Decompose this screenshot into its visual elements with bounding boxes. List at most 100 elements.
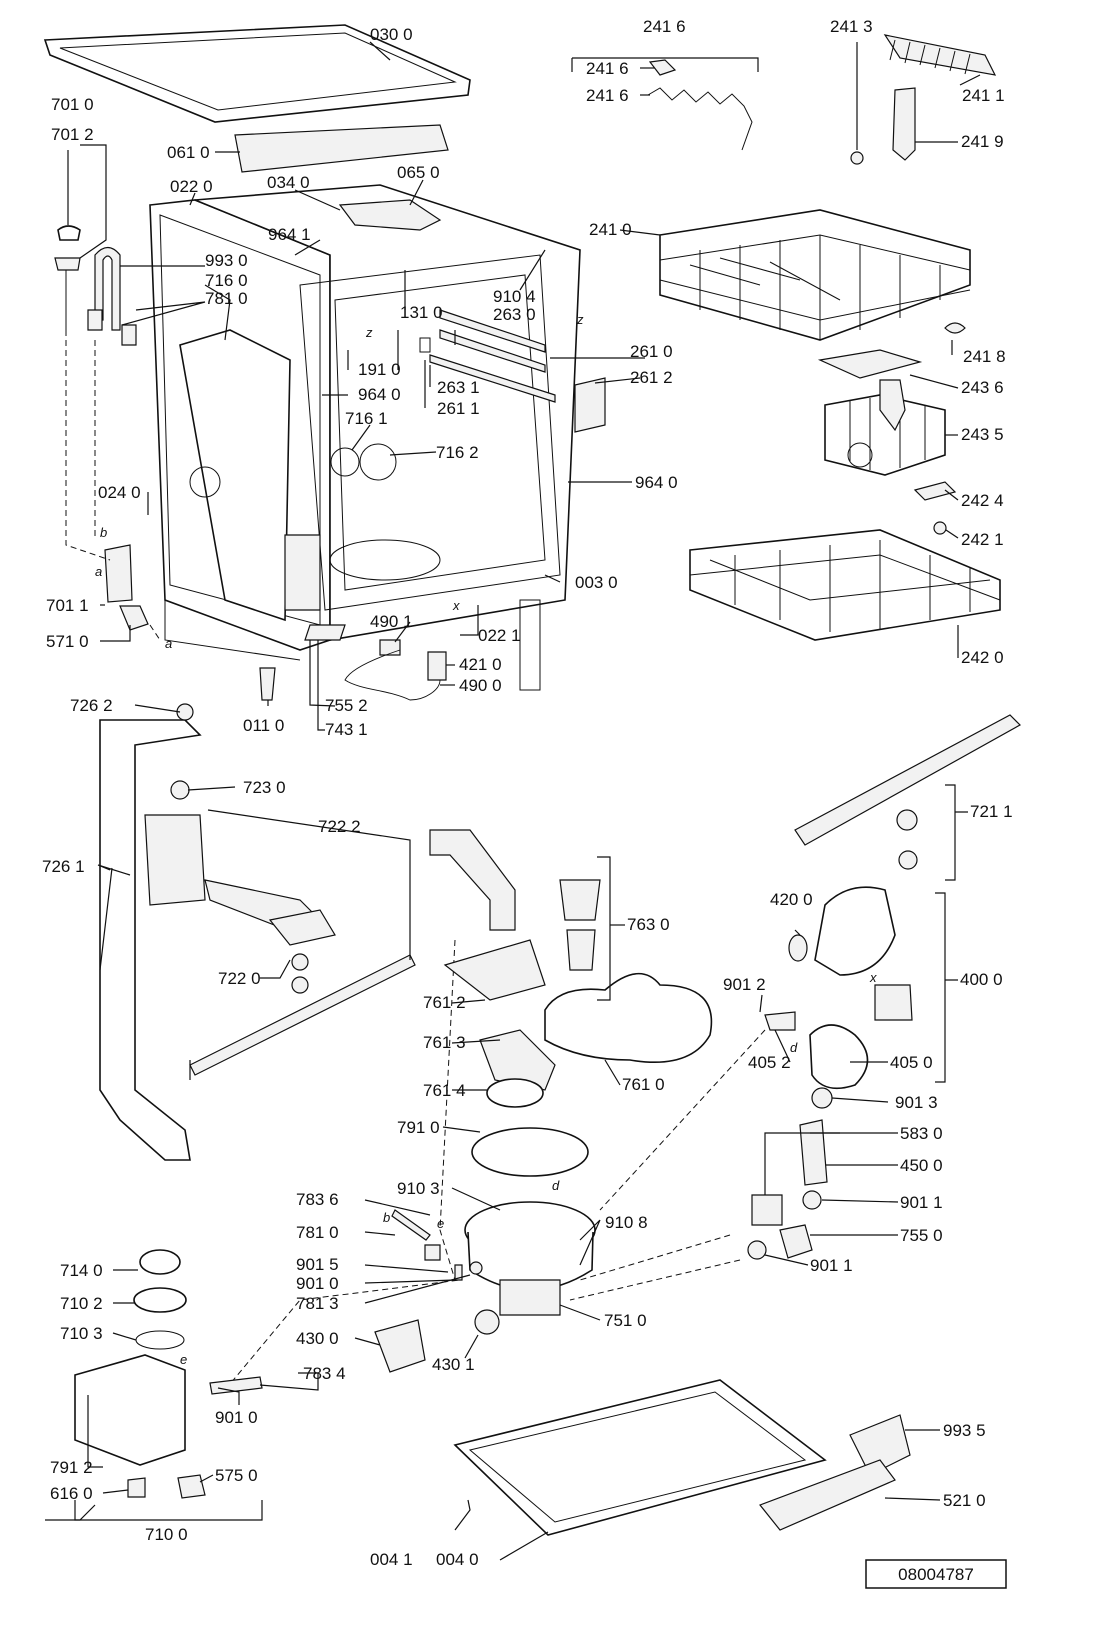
label-710-3: 710 3 xyxy=(60,1324,103,1343)
letter-a-top: a xyxy=(95,564,102,579)
label-722-0: 722 0 xyxy=(218,969,261,988)
label-755-2: 755 2 xyxy=(325,696,368,715)
label-791-2: 791 2 xyxy=(50,1458,93,1477)
label-241-3: 241 3 xyxy=(830,17,873,36)
label-061-0: 061 0 xyxy=(167,143,210,162)
label-910-8: 910 8 xyxy=(605,1213,648,1232)
label-575-0: 575 0 xyxy=(215,1466,258,1485)
label-901-3: 901 3 xyxy=(895,1093,938,1112)
label-430-1: 430 1 xyxy=(432,1355,475,1374)
letter-z-left: z xyxy=(365,325,373,340)
door-base-part xyxy=(453,1379,911,1536)
label-723-0: 723 0 xyxy=(243,778,286,797)
label-901-0-softener: 901 0 xyxy=(215,1408,258,1427)
label-430-0: 430 0 xyxy=(296,1329,339,1348)
label-065-0: 065 0 xyxy=(397,163,440,182)
label-710-2: 710 2 xyxy=(60,1294,103,1313)
letter-a-bottom: a xyxy=(165,636,172,651)
letter-e-sump: e xyxy=(437,1216,444,1231)
letter-b-sump: b xyxy=(383,1210,390,1225)
label-490-1: 490 1 xyxy=(370,612,413,631)
label-901-1-lower: 901 1 xyxy=(810,1256,853,1275)
label-993-0: 993 0 xyxy=(205,251,248,270)
label-261-0: 261 0 xyxy=(630,342,673,361)
label-030-0: 030 0 xyxy=(370,25,413,44)
cabinet-frame-part xyxy=(149,184,581,691)
label-405-2: 405 2 xyxy=(748,1053,791,1072)
label-993-5: 993 5 xyxy=(943,1421,986,1440)
label-263-1: 263 1 xyxy=(437,378,480,397)
label-716-1: 716 1 xyxy=(345,409,388,428)
label-755-0: 755 0 xyxy=(900,1226,943,1245)
label-721-1: 721 1 xyxy=(970,802,1013,821)
water-softener-part xyxy=(74,1249,263,1499)
label-701-0: 701 0 xyxy=(51,95,94,114)
lower-basket-part xyxy=(689,529,1001,641)
label-421-0: 421 0 xyxy=(459,655,502,674)
label-261-1: 261 1 xyxy=(437,399,480,418)
filter-assembly-part xyxy=(429,829,713,1177)
letter-b-top: b xyxy=(100,525,107,540)
label-131-0: 131 0 xyxy=(400,303,443,322)
letter-d-pump: d xyxy=(790,1040,798,1055)
label-405-0: 405 0 xyxy=(890,1053,933,1072)
spray-tube-part xyxy=(99,703,202,1161)
label-701-2: 701 2 xyxy=(51,125,94,144)
label-521-0: 521 0 xyxy=(943,1491,986,1510)
label-242-1: 242 1 xyxy=(961,530,1004,549)
label-024-0: 024 0 xyxy=(98,483,141,502)
label-781-0-lower: 781 0 xyxy=(296,1223,339,1242)
label-263-0: 263 0 xyxy=(493,305,536,324)
label-261-2: 261 2 xyxy=(630,368,673,387)
label-400-0: 400 0 xyxy=(960,970,1003,989)
label-964-0-left: 964 0 xyxy=(358,385,401,404)
reference-letters: b a a x z z x d d b e e xyxy=(95,312,877,1367)
label-761-0: 761 0 xyxy=(622,1075,665,1094)
document-reference-box: 08004787 xyxy=(865,1559,1007,1589)
leader-lines xyxy=(45,41,981,1561)
label-901-0-sump: 901 0 xyxy=(296,1274,339,1293)
label-964-1: 964 1 xyxy=(268,225,311,244)
lower-spray-arm-part xyxy=(794,714,1021,870)
label-011-0: 011 0 xyxy=(243,716,284,735)
label-022-1: 022 1 xyxy=(478,626,521,645)
insulation-strip-part xyxy=(234,124,449,173)
label-743-1: 743 1 xyxy=(325,720,368,739)
label-783-4: 783 4 xyxy=(303,1364,346,1383)
label-243-6: 243 6 xyxy=(961,378,1004,397)
label-034-0: 034 0 xyxy=(267,173,310,192)
label-490-0: 490 0 xyxy=(459,676,502,695)
letter-d-sump: d xyxy=(552,1178,560,1193)
label-781-0-top: 781 0 xyxy=(205,289,248,308)
label-241-6-clip: 241 6 xyxy=(586,59,629,78)
label-761-2: 761 2 xyxy=(423,993,466,1012)
rail-parts xyxy=(104,309,606,701)
letter-z-right: z xyxy=(576,312,584,327)
label-716-0: 716 0 xyxy=(205,271,248,290)
label-964-0-right: 964 0 xyxy=(635,473,678,492)
top-cover-part xyxy=(43,24,471,123)
label-710-0: 710 0 xyxy=(145,1525,188,1544)
label-450-0: 450 0 xyxy=(900,1156,943,1175)
letter-x-pump: x xyxy=(869,970,877,985)
label-571-0: 571 0 xyxy=(46,632,89,651)
label-726-2: 726 2 xyxy=(70,696,113,715)
label-022-0: 022 0 xyxy=(170,177,213,196)
label-910-3: 910 3 xyxy=(397,1179,440,1198)
label-242-4: 242 4 xyxy=(961,491,1004,510)
document-reference-number: 08004787 xyxy=(898,1565,974,1584)
label-583-0: 583 0 xyxy=(900,1124,943,1143)
label-901-5: 901 5 xyxy=(296,1255,339,1274)
label-791-0: 791 0 xyxy=(397,1118,440,1137)
upper-basket-part xyxy=(659,209,971,341)
hose-assembly-part xyxy=(54,225,137,346)
pump-motor-part xyxy=(747,886,913,1260)
label-701-1: 701 1 xyxy=(46,596,89,615)
letter-x-cabinet: x xyxy=(452,598,460,613)
label-763-0: 763 0 xyxy=(627,915,670,934)
top-rack-clips xyxy=(647,34,997,535)
label-616-0: 616 0 xyxy=(50,1484,93,1503)
label-783-6: 783 6 xyxy=(296,1190,339,1209)
label-722-2: 722 2 xyxy=(318,817,361,836)
